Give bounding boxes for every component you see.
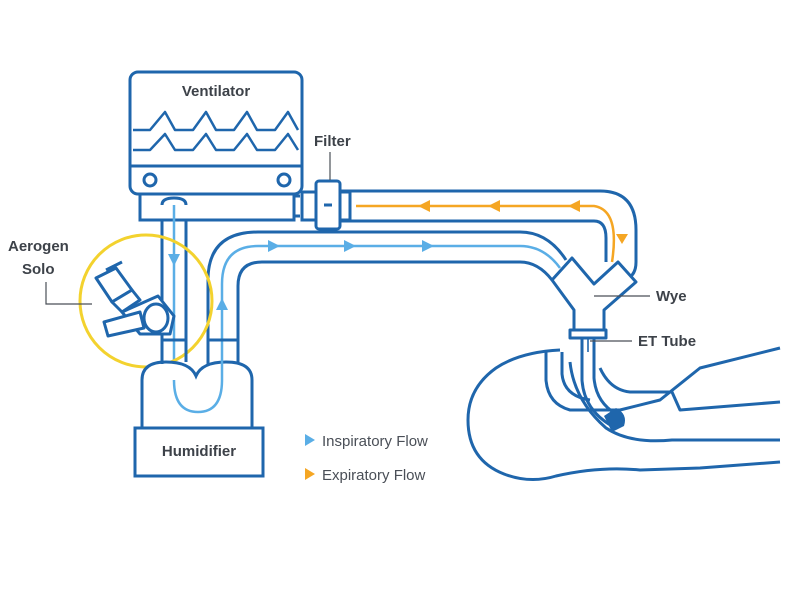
legend-expiratory-marker bbox=[305, 468, 315, 480]
aerogen-label-line2: Solo bbox=[22, 261, 55, 278]
humidifier bbox=[133, 338, 265, 478]
aerogen-label-line1: Aerogen bbox=[8, 238, 69, 255]
humidifier-label: Humidifier bbox=[162, 443, 236, 460]
expiratory-flow-line bbox=[356, 204, 616, 263]
legend-inspiratory-label: Inspiratory Flow bbox=[322, 433, 428, 450]
inspiratory-tube bbox=[206, 230, 568, 350]
ventilator-flow-arrow bbox=[168, 254, 180, 266]
legend: Inspiratory Flow Expiratory Flow bbox=[305, 433, 428, 484]
expiratory-arrows bbox=[418, 200, 628, 244]
et-tube-cuff bbox=[604, 408, 625, 432]
aerogen-leader bbox=[45, 282, 92, 305]
inspiratory-arrows bbox=[216, 240, 434, 310]
wye-label: Wye bbox=[656, 288, 687, 305]
patient-airway bbox=[466, 346, 781, 481]
filter bbox=[300, 179, 352, 231]
wye bbox=[550, 256, 638, 340]
legend-expiratory-label: Expiratory Flow bbox=[322, 467, 426, 484]
et-tube-label: ET Tube bbox=[638, 333, 696, 350]
humidifier-flow-loop bbox=[172, 350, 224, 414]
ventilator bbox=[128, 70, 304, 222]
inspiratory-flow-line bbox=[220, 244, 562, 350]
legend-inspiratory-marker bbox=[305, 434, 315, 446]
aerogen-solo-device bbox=[94, 260, 176, 338]
filter-label: Filter bbox=[314, 133, 351, 150]
ventilator-label: Ventilator bbox=[182, 83, 251, 100]
